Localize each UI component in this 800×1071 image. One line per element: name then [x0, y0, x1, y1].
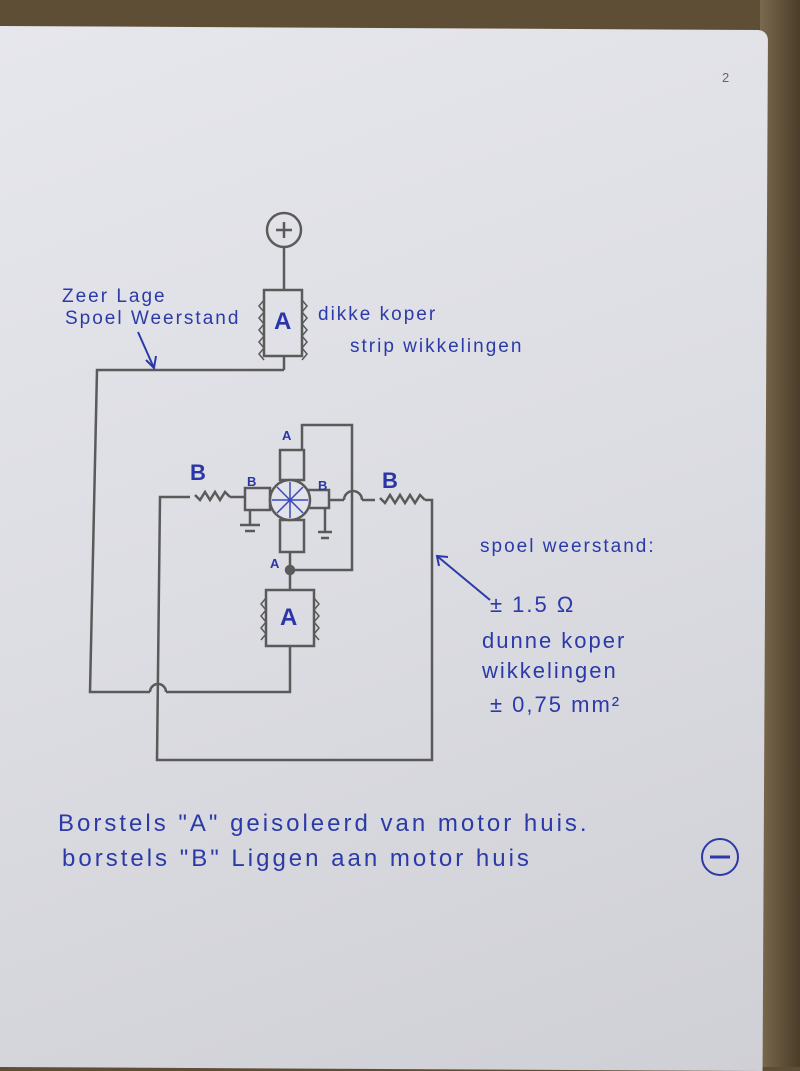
brush-top: [278, 448, 306, 482]
wire: [88, 368, 284, 694]
brush-right-label: B: [318, 478, 328, 493]
note-low-resistance: Spoel Weerstand: [65, 308, 241, 329]
note-brushes-b: borstels "B" Liggen aan motor huis: [62, 845, 532, 872]
wire: [166, 646, 292, 694]
note-thin-copper: dunne koper: [482, 628, 627, 653]
field-resistor-right: [379, 492, 426, 506]
brush-left-label: B: [247, 474, 257, 489]
note-coil-value: ± 1.5 Ω: [490, 592, 576, 617]
brush-top-label: A: [282, 428, 292, 443]
wire: [290, 423, 354, 572]
note-low-resistance: Zeer Lage: [62, 286, 167, 307]
coil-a-top-label: A: [274, 308, 292, 335]
coil-a-bottom-label: A: [280, 604, 298, 631]
negative-terminal-icon: [701, 838, 739, 876]
field-left-label: B: [190, 460, 206, 485]
note-thick-copper: strip wikkelingen: [350, 336, 524, 357]
arrow-icon: [137, 331, 155, 369]
note-thin-copper: wikkelingen: [482, 658, 618, 683]
page-number: 2: [722, 70, 730, 85]
wire: [155, 495, 434, 762]
note-brushes-a: Borstels "A" geisoleerd van motor huis.: [58, 810, 590, 837]
brush-bottom-label: A: [270, 556, 280, 571]
note-thick-copper: dikke koper: [318, 304, 438, 325]
note-wire-size: ± 0,75 mm²: [490, 692, 622, 717]
wire-crossover: [342, 489, 364, 501]
field-right-label: B: [382, 468, 398, 493]
note-coil-resistance: spoel weerstand:: [480, 536, 656, 557]
field-resistor-left: [194, 489, 231, 503]
brush-bottom: [278, 518, 306, 554]
arrow-icon: [436, 555, 491, 601]
brush-left: [243, 486, 272, 512]
